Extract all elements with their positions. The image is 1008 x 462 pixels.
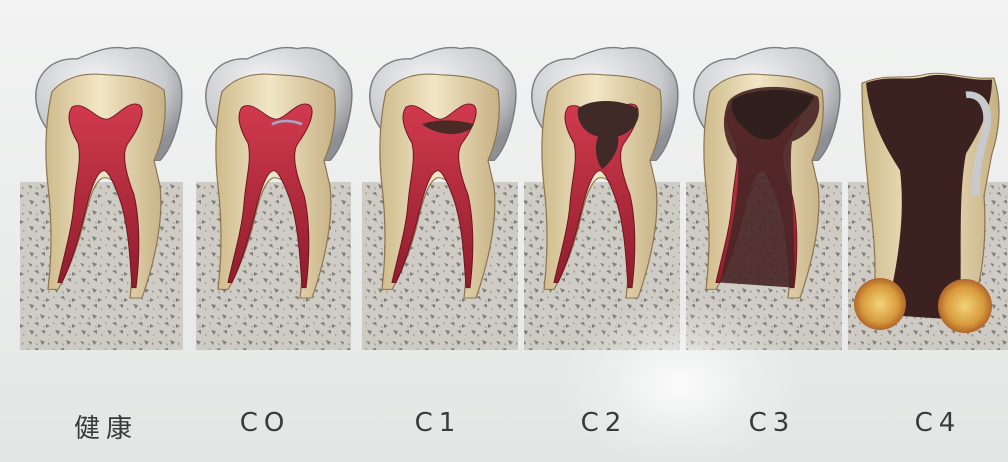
stage-label-c4: C4 bbox=[858, 408, 1008, 438]
stage-label-co: CO bbox=[185, 408, 345, 438]
stage-label-healthy: 健康 bbox=[26, 408, 186, 445]
bone-blocks bbox=[20, 182, 1008, 350]
abscess-left bbox=[854, 278, 906, 330]
stage-label-c3: C3 bbox=[692, 408, 852, 438]
stage-label-c2: C2 bbox=[524, 408, 684, 438]
stage-label-c1: C1 bbox=[358, 408, 518, 438]
abscess-right bbox=[938, 279, 992, 333]
